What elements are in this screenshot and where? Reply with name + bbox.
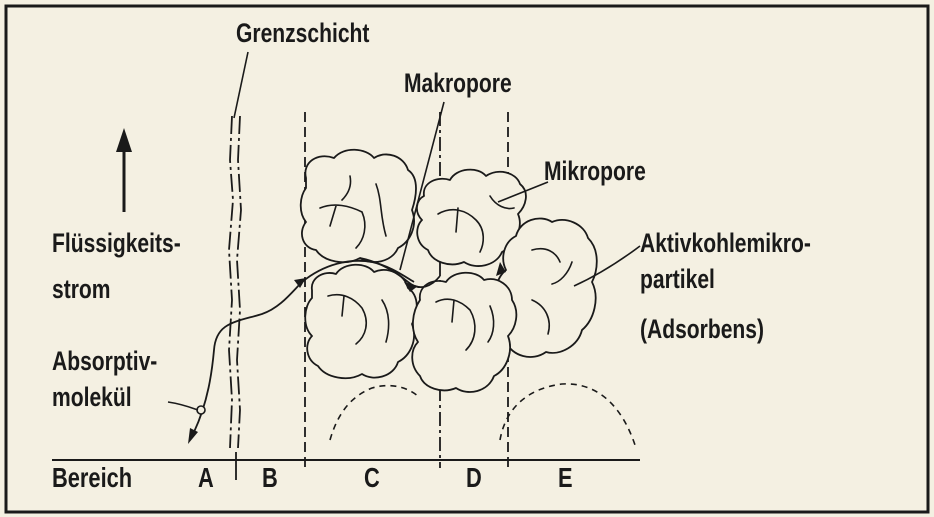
- label-makropore: Makropore: [404, 70, 512, 97]
- zone-d-label: D: [466, 464, 482, 492]
- flow-arrow-icon: [116, 128, 132, 212]
- leader-grenzschicht: [234, 52, 248, 118]
- label-adsorbens: (Adsorbens): [640, 316, 764, 343]
- leader-absorptiv: [168, 402, 198, 410]
- label-mikropore: Mikropore: [544, 158, 646, 185]
- boundary-line-2: [237, 116, 241, 448]
- molecule-marker-icon: [197, 406, 205, 414]
- label-molekuel: molekül: [52, 384, 132, 411]
- molecule-arrow-1-icon: [188, 428, 198, 444]
- dashed-particle-right: [500, 384, 636, 448]
- zone-c-label: C: [364, 464, 380, 492]
- label-grenzschicht: Grenzschicht: [236, 20, 369, 47]
- label-bereich: Bereich: [52, 464, 132, 492]
- zone-a-label: A: [198, 464, 214, 492]
- label-fluessigkeits: Flüssigkeits-: [52, 230, 181, 257]
- boundary-line-1: [229, 116, 233, 448]
- particle-bottom-center: [412, 273, 516, 392]
- label-strom: strom: [52, 276, 111, 303]
- label-aktivkohle: Aktivkohlemikro-: [640, 230, 811, 257]
- zone-e-label: E: [558, 464, 573, 492]
- particle-right: [495, 218, 597, 356]
- zone-b-label: B: [262, 464, 278, 492]
- particle-bottom-left: [305, 265, 417, 378]
- label-partikel: partikel: [640, 266, 715, 293]
- label-absorptiv: Absorptiv-: [52, 348, 157, 375]
- dashed-particle-left: [330, 386, 420, 440]
